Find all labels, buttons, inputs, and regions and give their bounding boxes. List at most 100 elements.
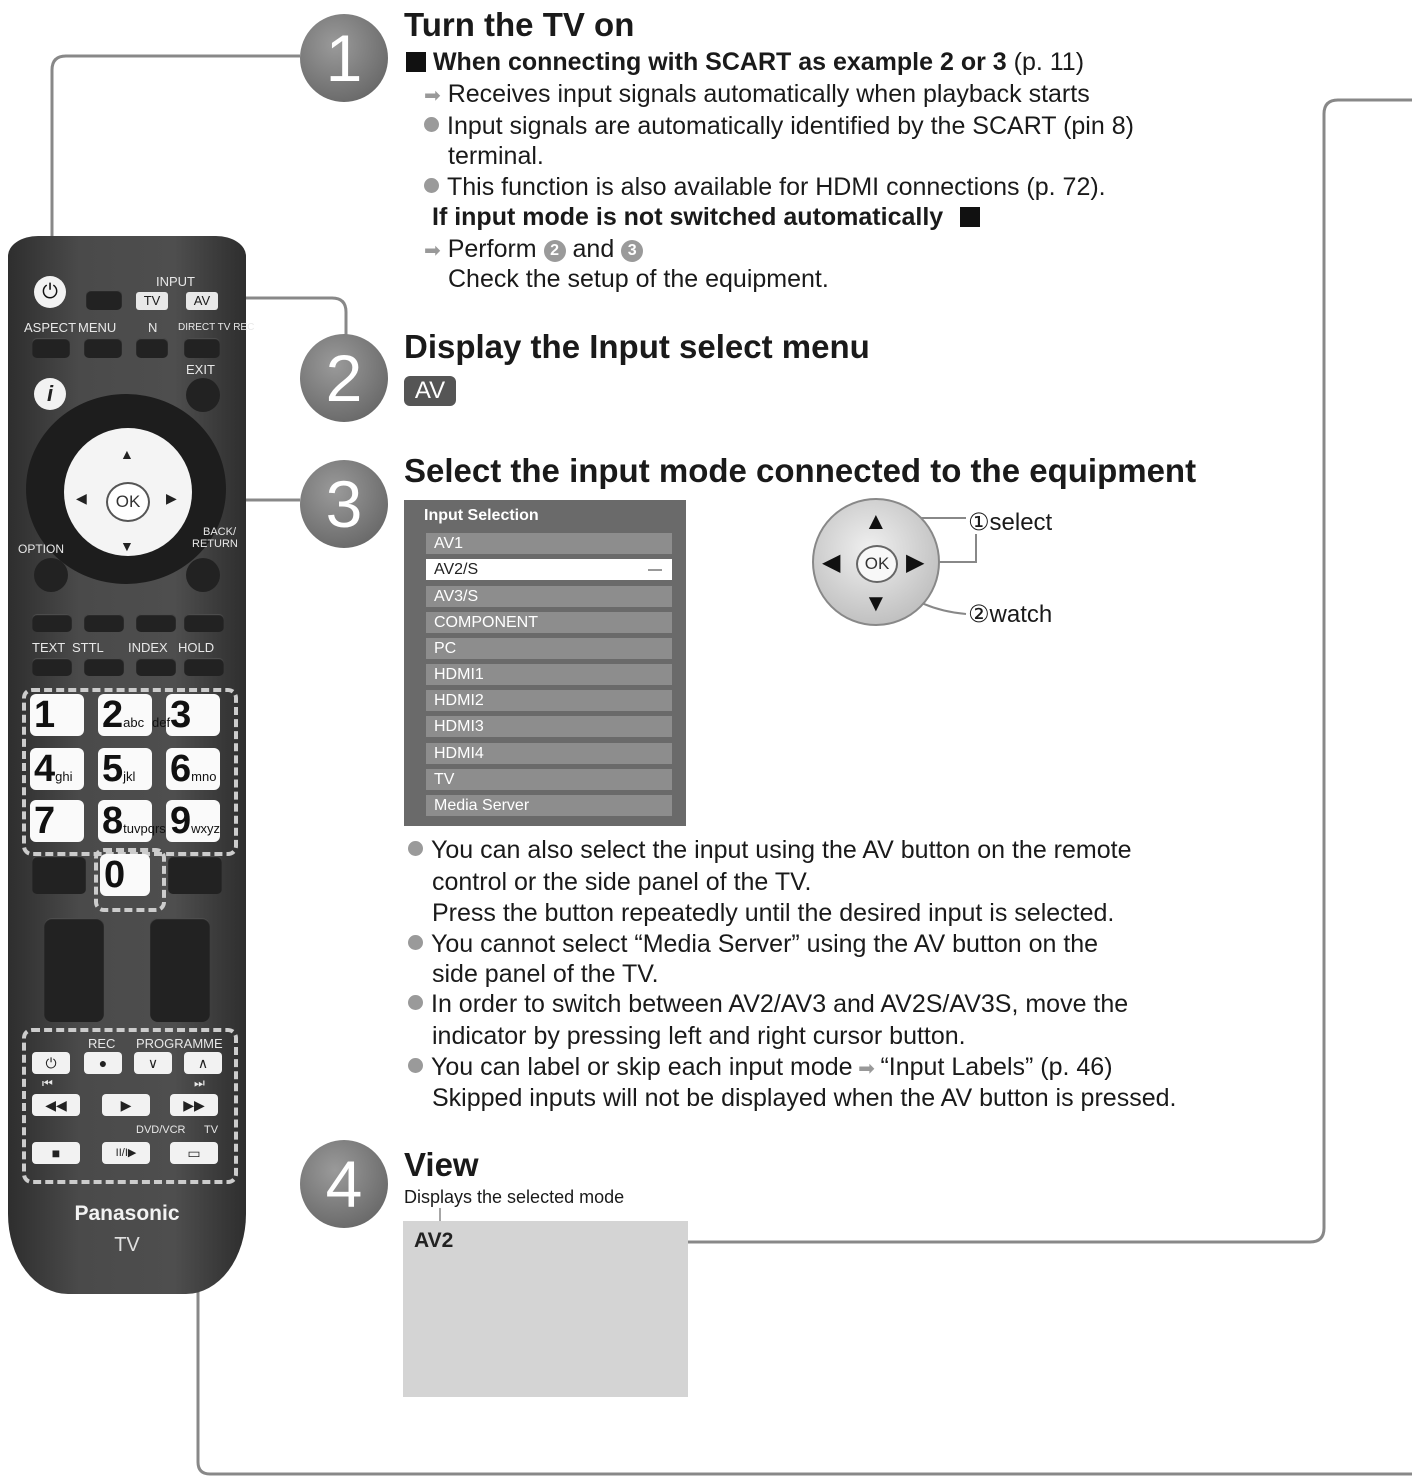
arrow-right-icon: ➡ xyxy=(852,1058,881,1080)
key-9[interactable]: 9wxyz xyxy=(166,800,220,842)
rec-button[interactable]: ● xyxy=(84,1052,122,1074)
down-arrow-icon[interactable]: ▼ xyxy=(120,538,134,554)
programme-label: PROGRAMME xyxy=(136,1036,223,1051)
tv-input-button[interactable]: TV xyxy=(136,292,168,310)
arrow-right-icon: ➡ xyxy=(424,240,441,262)
left-arrow-icon[interactable]: ◀ xyxy=(76,490,87,506)
key-5[interactable]: 5jkl xyxy=(98,748,152,790)
stop-button[interactable]: ■ xyxy=(32,1142,80,1164)
indicator-icon xyxy=(648,569,662,571)
right-arrow-icon: ▶ xyxy=(906,549,925,576)
chevron-down-icon: ∨ xyxy=(147,1055,159,1071)
stop-icon: ■ xyxy=(51,1145,61,1161)
right-blank-key[interactable] xyxy=(168,856,222,894)
menu-item-component[interactable]: COMPONENT xyxy=(426,612,672,633)
hold-label: HOLD xyxy=(178,640,215,655)
n-label: N xyxy=(148,320,158,335)
skip-forward-icon: ⏭ xyxy=(194,1076,205,1090)
key-3[interactable]: def3 xyxy=(152,694,220,736)
menu-item-av1[interactable]: AV1 xyxy=(426,533,672,554)
rewind-button[interactable]: ◀◀ xyxy=(32,1094,80,1116)
direct-tv-rec-label: DIRECT TV REC xyxy=(178,322,255,333)
note-media-server: You cannot select “Media Server” using t… xyxy=(408,930,1098,959)
power-button[interactable]: ⏻ xyxy=(34,276,66,308)
chevron-up-icon: ∧ xyxy=(197,1055,209,1071)
input-signals-note-cont: terminal. xyxy=(448,142,544,170)
menu-label: MENU xyxy=(78,320,117,335)
menu-item-av3s[interactable]: AV3/S xyxy=(426,586,672,607)
volume-rocker[interactable] xyxy=(44,918,104,1022)
menu-title: Input Selection xyxy=(424,507,539,524)
exit-button[interactable] xyxy=(186,378,220,412)
dvd-vcr-tv-switch[interactable]: ▭ xyxy=(170,1142,218,1164)
dvd-vcr-label: DVD/VCR xyxy=(136,1124,186,1136)
hold-button[interactable] xyxy=(184,658,224,676)
step-3-title: Select the input mode connected to the e… xyxy=(404,452,1197,489)
index-button[interactable] xyxy=(136,658,176,676)
step-4-number: 4 xyxy=(300,1140,388,1228)
color-button-blue[interactable] xyxy=(184,614,224,632)
square-bullet-icon xyxy=(960,207,981,227)
color-button-yellow[interactable] xyxy=(136,614,176,632)
channel-rocker[interactable] xyxy=(150,918,210,1022)
left-blank-key[interactable] xyxy=(32,856,86,894)
play-button[interactable]: ▶ xyxy=(102,1094,150,1116)
dpad-diagram: ▲ ▼ ◀ ▶ OK xyxy=(812,498,940,626)
key-1[interactable]: 1 xyxy=(30,694,84,736)
color-button-red[interactable] xyxy=(32,614,72,632)
select-label: ①select xyxy=(968,509,1053,536)
hdmi-note: This function is also available for HDMI… xyxy=(424,173,1106,202)
key-2[interactable]: 2abc xyxy=(98,694,152,736)
ok-icon: OK xyxy=(856,545,898,583)
key-0[interactable]: 0 xyxy=(100,854,150,896)
menu-item-hdmi3[interactable]: HDMI3 xyxy=(426,716,672,737)
power-small-button[interactable]: ⏻ xyxy=(32,1052,70,1074)
input-label: INPUT xyxy=(156,274,195,289)
fast-forward-button[interactable]: ▶▶ xyxy=(170,1094,218,1116)
scart-heading: When connecting with SCART as example 2 … xyxy=(406,48,1084,77)
bullet-icon xyxy=(408,1058,423,1073)
pause-button[interactable]: II/I▶ xyxy=(102,1142,150,1164)
tv-screen-preview: AV2 xyxy=(403,1221,688,1397)
bullet-icon xyxy=(408,935,423,950)
programme-up-button[interactable]: ∧ xyxy=(184,1052,222,1074)
menu-item-hdmi2[interactable]: HDMI2 xyxy=(426,690,672,711)
step-3-badge: 3 xyxy=(621,240,644,262)
aspect-button[interactable] xyxy=(32,338,70,358)
menu-item-pc[interactable]: PC xyxy=(426,638,672,659)
up-arrow-icon[interactable]: ▲ xyxy=(120,446,134,462)
record-icon: ● xyxy=(98,1055,108,1071)
menu-item-media-server[interactable]: Media Server xyxy=(426,795,672,816)
back-return-button[interactable] xyxy=(186,558,220,592)
step-1-title: Turn the TV on xyxy=(404,6,635,43)
bullet-icon xyxy=(408,841,423,856)
option-button[interactable] xyxy=(34,558,68,592)
key-6[interactable]: 6mno xyxy=(166,748,220,790)
remote-blank-button[interactable] xyxy=(86,290,122,310)
color-button-green[interactable] xyxy=(84,614,124,632)
key-7[interactable]: 7 xyxy=(30,800,84,842)
programme-down-button[interactable]: ∨ xyxy=(134,1052,172,1074)
sttl-button[interactable] xyxy=(84,658,124,676)
right-arrow-icon[interactable]: ▶ xyxy=(166,490,177,506)
menu-item-av2s[interactable]: AV2/S xyxy=(426,559,672,580)
switch-icon: ▭ xyxy=(187,1145,201,1161)
direct-tv-rec-button[interactable] xyxy=(184,338,220,358)
key-8[interactable]: 8tuvpqrs xyxy=(98,800,166,842)
brand-logo: Panasonic xyxy=(74,1202,180,1225)
text-label: TEXT xyxy=(32,640,66,655)
index-label: INDEX xyxy=(128,640,168,655)
text-button[interactable] xyxy=(32,658,72,676)
pause-play-icon: II/I▶ xyxy=(115,1147,137,1159)
bullet-icon xyxy=(408,995,423,1010)
menu-button[interactable] xyxy=(84,338,122,358)
menu-item-hdmi4[interactable]: HDMI4 xyxy=(426,743,672,764)
n-button[interactable] xyxy=(136,338,168,358)
menu-item-hdmi1[interactable]: HDMI1 xyxy=(426,664,672,685)
ok-button[interactable]: OK xyxy=(106,482,150,522)
info-button[interactable]: i xyxy=(34,378,66,410)
menu-item-tv[interactable]: TV xyxy=(426,769,672,790)
key-4[interactable]: 4ghi xyxy=(30,748,84,790)
step-4-title: View xyxy=(404,1146,479,1183)
av-input-button[interactable]: AV xyxy=(186,292,218,310)
